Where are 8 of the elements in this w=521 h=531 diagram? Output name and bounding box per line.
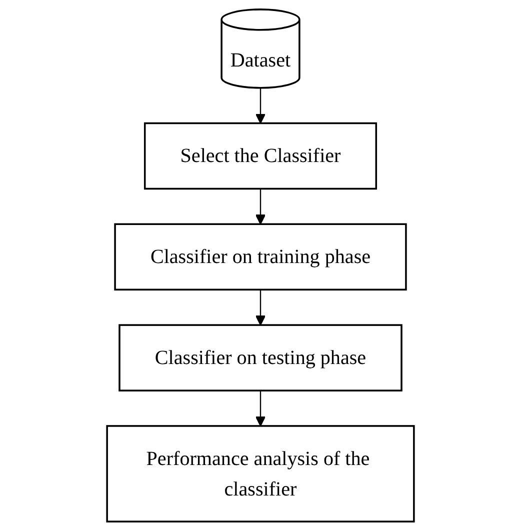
arrow [255,290,266,326]
arrow [255,88,266,124]
node-box: Classifier on testing phase [118,324,402,392]
arrow [255,390,266,426]
node-box: Performance analysis of the classifier [106,425,415,522]
node-box: Select the Classifier [144,122,378,190]
node-box: Classifier on training phase [114,223,407,291]
arrow [255,188,266,225]
